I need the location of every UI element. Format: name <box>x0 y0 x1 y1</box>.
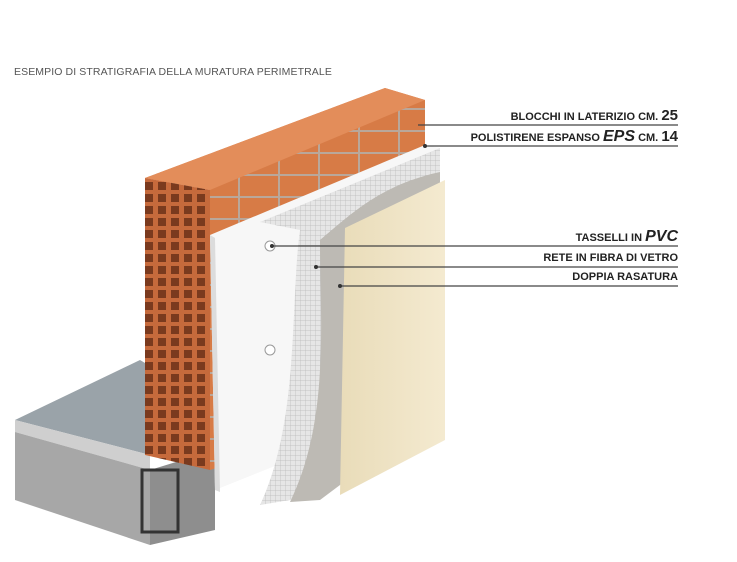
label-text: POLISTIRENE ESPANSO <box>470 132 600 144</box>
label-text: BLOCCHI IN LATERIZIO CM. <box>510 111 659 123</box>
leader-lines <box>270 124 678 287</box>
label-value: 25 <box>661 107 678 124</box>
label-emphasis: PVC <box>645 228 678 245</box>
label-double-plaster: DOPPIA RASATURA <box>572 271 678 283</box>
label-value: 14 <box>661 128 678 145</box>
label-suffix: CM. <box>638 132 659 144</box>
label-eps: POLISTIRENE ESPANSO EPS CM. 14 <box>471 128 678 146</box>
diagram-title: ESEMPIO DI STRATIGRAFIA DELLA MURATURA P… <box>14 66 332 78</box>
finish-coat <box>340 180 445 495</box>
label-pvc-anchors: TASSELLI IN PVC <box>576 228 678 246</box>
label-text: TASSELLI IN <box>575 232 643 244</box>
label-emphasis: EPS <box>603 128 636 145</box>
label-brick-blocks: BLOCCHI IN LATERIZIO CM. 25 <box>511 107 678 124</box>
pvc-anchor-icon <box>264 344 276 356</box>
label-fiber-mesh: RETE IN FIBRA DI VETRO <box>543 252 678 264</box>
